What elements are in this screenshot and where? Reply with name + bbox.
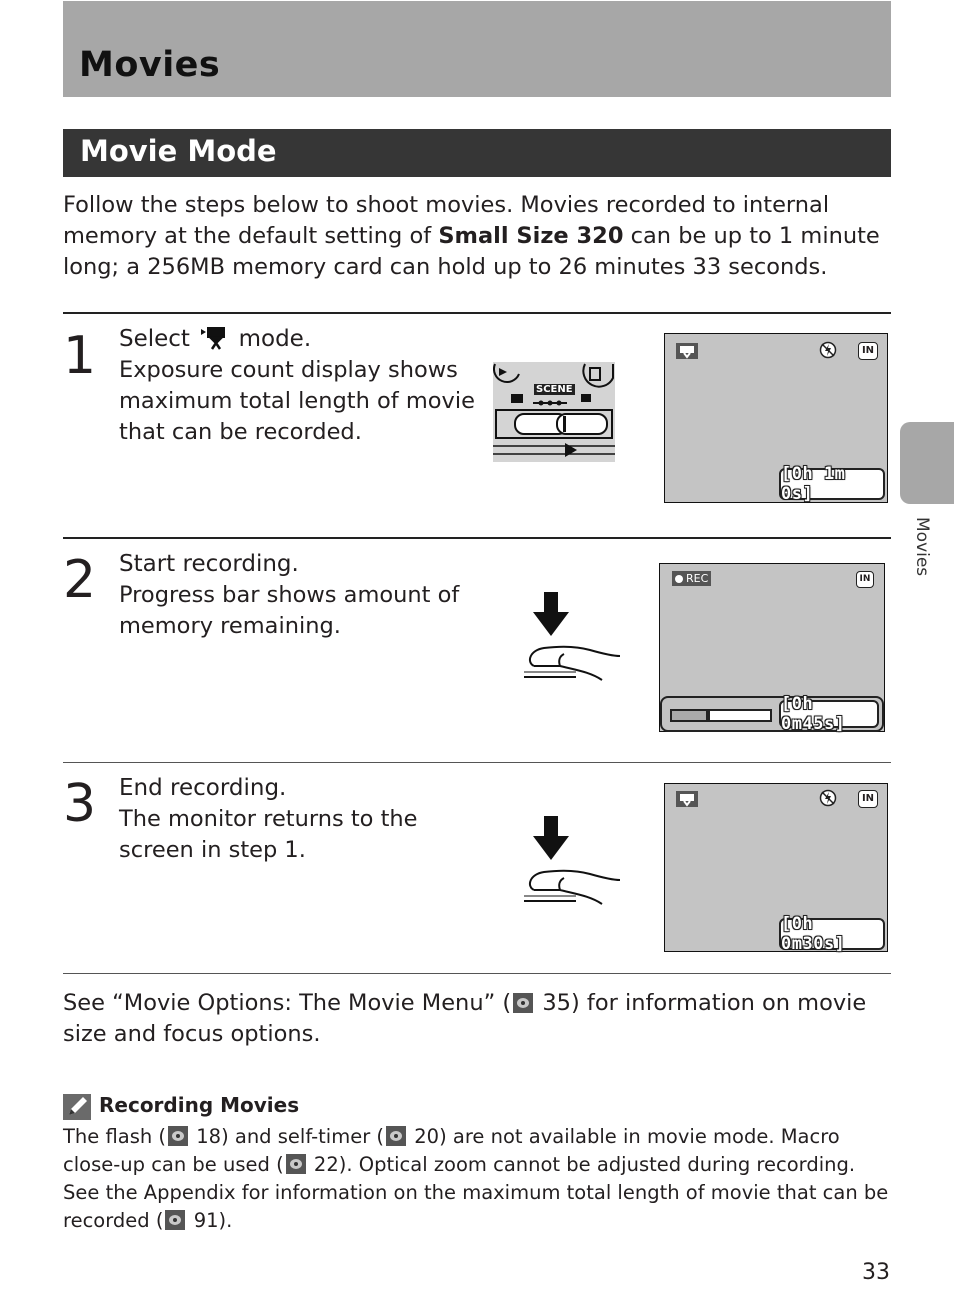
setting-name: Small Size 320	[438, 223, 624, 249]
time-remaining-counter: [0h 1m 0s]	[779, 464, 885, 504]
step-number: 1	[63, 326, 97, 386]
step-divider	[63, 537, 891, 539]
intro-paragraph: Follow the steps below to shoot movies. …	[63, 192, 880, 280]
see-also-paragraph: See “Movie Options: The Movie Menu” ( 35…	[63, 990, 867, 1047]
scene-label: SCENE	[534, 384, 575, 395]
section-title: Movie Mode	[80, 134, 277, 168]
note-pencil-icon	[63, 1094, 91, 1120]
memory-progress-fill	[672, 711, 706, 720]
step-number: 3	[63, 774, 97, 834]
step-description: Exposure count display shows maximum tot…	[119, 357, 475, 445]
page-number: 33	[862, 1260, 890, 1285]
flash-off-icon	[819, 789, 837, 807]
press-shutter-illustration	[524, 816, 621, 905]
step-title: Select mode.	[119, 326, 312, 352]
chapter-side-tab	[900, 422, 954, 504]
flash-off-icon	[819, 341, 837, 359]
press-shutter-illustration	[524, 592, 621, 681]
recording-status-bar: [0h 0m45s]	[660, 694, 884, 734]
mode-dial-graphic	[493, 363, 615, 457]
record-dot-icon	[675, 575, 683, 583]
time-remaining-counter: [0h 0m45s]	[779, 694, 879, 734]
section-end-divider	[63, 973, 891, 974]
note-body: The flash ( 18) and self-timer ( 20) are…	[63, 1125, 889, 1232]
monitor-display-step2: REC IN [0h 0m45s]	[659, 563, 885, 734]
step-title: Start recording.	[119, 551, 299, 577]
recording-indicator: REC	[672, 571, 712, 586]
step-description: Progress bar shows amount of memory rema…	[119, 582, 460, 639]
page-reference-icon	[513, 993, 534, 1013]
memory-progress-bar	[670, 709, 772, 722]
step-divider	[63, 762, 891, 763]
chapter-side-label: Movies	[912, 517, 932, 577]
section-title-band: Movie Mode	[63, 129, 891, 177]
memory-progress-marker	[706, 711, 710, 720]
note-title: Recording Movies	[99, 1093, 300, 1117]
movie-mode-indicator-icon	[676, 791, 698, 807]
page-reference: 35	[542, 990, 571, 1016]
internal-memory-icon: IN	[858, 790, 878, 808]
step-description: The monitor returns to the screen in ste…	[119, 806, 418, 863]
movie-mode-icon	[201, 327, 226, 350]
step-divider	[63, 312, 891, 314]
step-title: End recording.	[119, 775, 287, 801]
page-reference-icon	[168, 1126, 189, 1146]
page-reference-icon	[285, 1154, 306, 1174]
internal-memory-icon: IN	[856, 571, 874, 588]
monitor-display-step3: IN [0h 0m30s]	[664, 783, 888, 954]
internal-memory-icon: IN	[858, 342, 878, 360]
page-reference-icon	[165, 1210, 186, 1230]
movie-mode-indicator-icon	[676, 343, 698, 359]
step-number: 2	[63, 550, 97, 610]
time-remaining-counter: [0h 0m30s]	[779, 914, 885, 954]
mode-dial-illustration: SCENE	[493, 362, 615, 462]
page-reference-icon	[386, 1126, 407, 1146]
chapter-title-band: Movies	[63, 1, 891, 97]
chapter-title: Movies	[79, 45, 221, 85]
monitor-display-step1: IN [0h 1m 0s]	[664, 333, 888, 504]
